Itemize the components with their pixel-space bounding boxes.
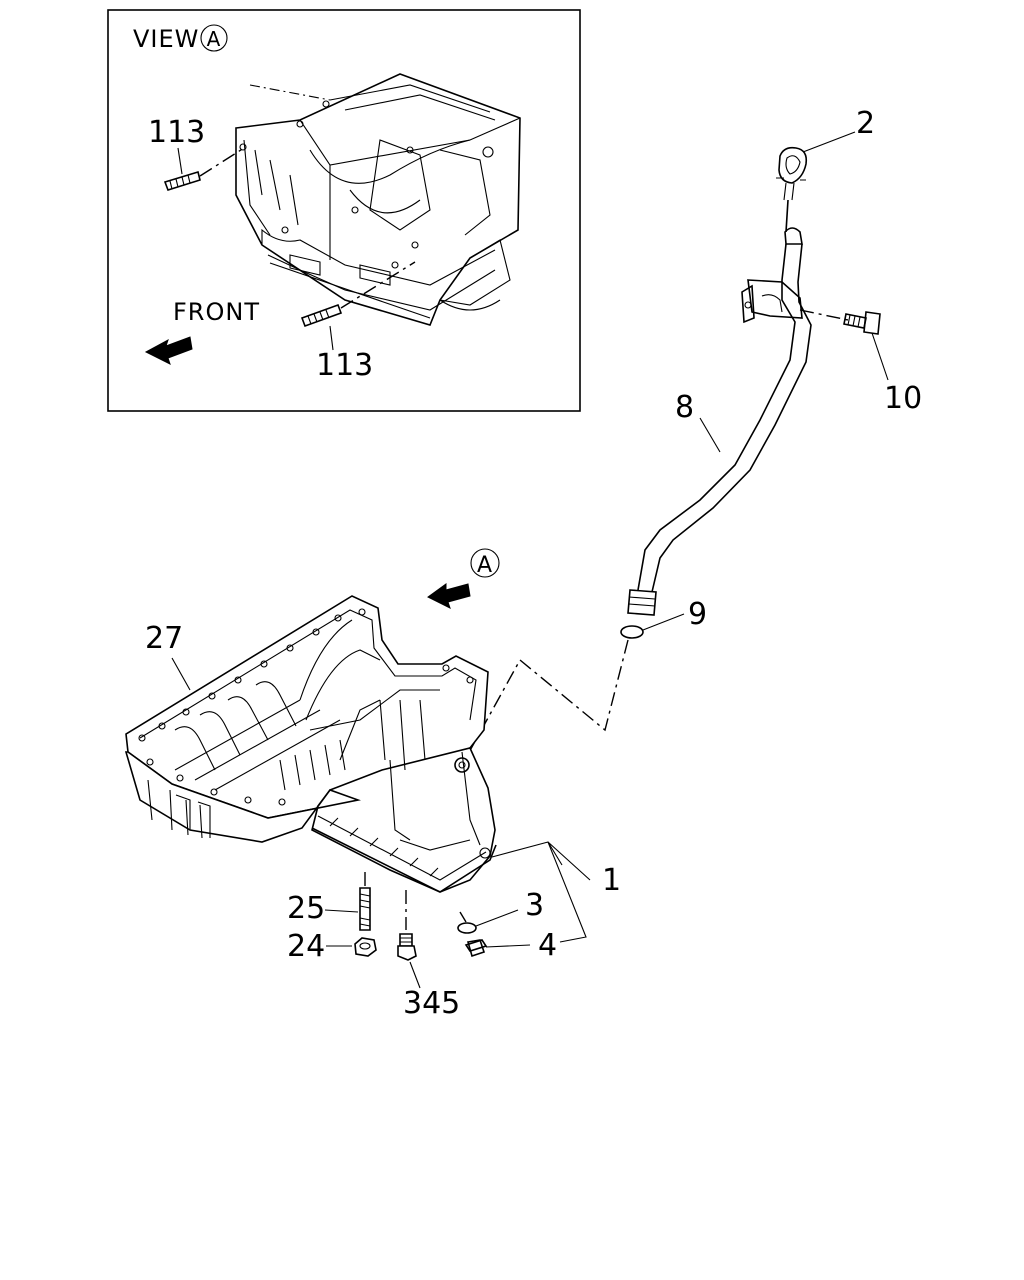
front-arrow-icon xyxy=(144,336,193,365)
callout-10: 10 xyxy=(884,381,922,416)
view-a-marker: A xyxy=(477,553,493,578)
stud-113-bottom xyxy=(300,261,416,351)
callout-113-top: 113 xyxy=(148,115,205,150)
drain-parts: 1 3 4 25 24 345 xyxy=(287,841,621,1021)
callout-3: 3 xyxy=(525,888,544,923)
stud-113-top xyxy=(163,147,245,191)
nut-24 xyxy=(354,937,377,957)
dipstick-assembly: 2 8 10 9 xyxy=(461,106,922,766)
view-a-marker-circle xyxy=(470,548,500,578)
callout-345: 345 xyxy=(403,986,460,1021)
callout-27: 27 xyxy=(145,621,183,656)
inset-view-label: VIEW xyxy=(133,25,199,53)
view-a-arrow-icon xyxy=(427,583,471,609)
inset-frame xyxy=(107,9,581,412)
engine-block-drawing xyxy=(235,73,521,326)
washer-3 xyxy=(457,922,477,934)
callout-25: 25 xyxy=(287,891,325,926)
callout-9: 9 xyxy=(688,597,707,632)
callout-4: 4 xyxy=(538,928,557,963)
front-label: FRONT xyxy=(173,298,260,326)
callout-113-bottom: 113 xyxy=(316,348,373,383)
inset-view-marker-circle xyxy=(200,24,228,52)
callout-24: 24 xyxy=(287,929,325,964)
oil-pan: 27 xyxy=(124,595,497,893)
o-ring-9 xyxy=(620,625,644,639)
dipstick-handle xyxy=(778,146,808,184)
inset-view-a: VIEW A xyxy=(107,9,581,412)
inset-view-marker: A xyxy=(207,27,222,51)
flange-bolt-holes xyxy=(138,608,474,806)
callout-8: 8 xyxy=(675,390,694,425)
callout-1: 1 xyxy=(602,863,621,898)
plug-345 xyxy=(399,933,413,947)
callout-2: 2 xyxy=(856,106,875,141)
guide-bracket xyxy=(747,279,803,319)
